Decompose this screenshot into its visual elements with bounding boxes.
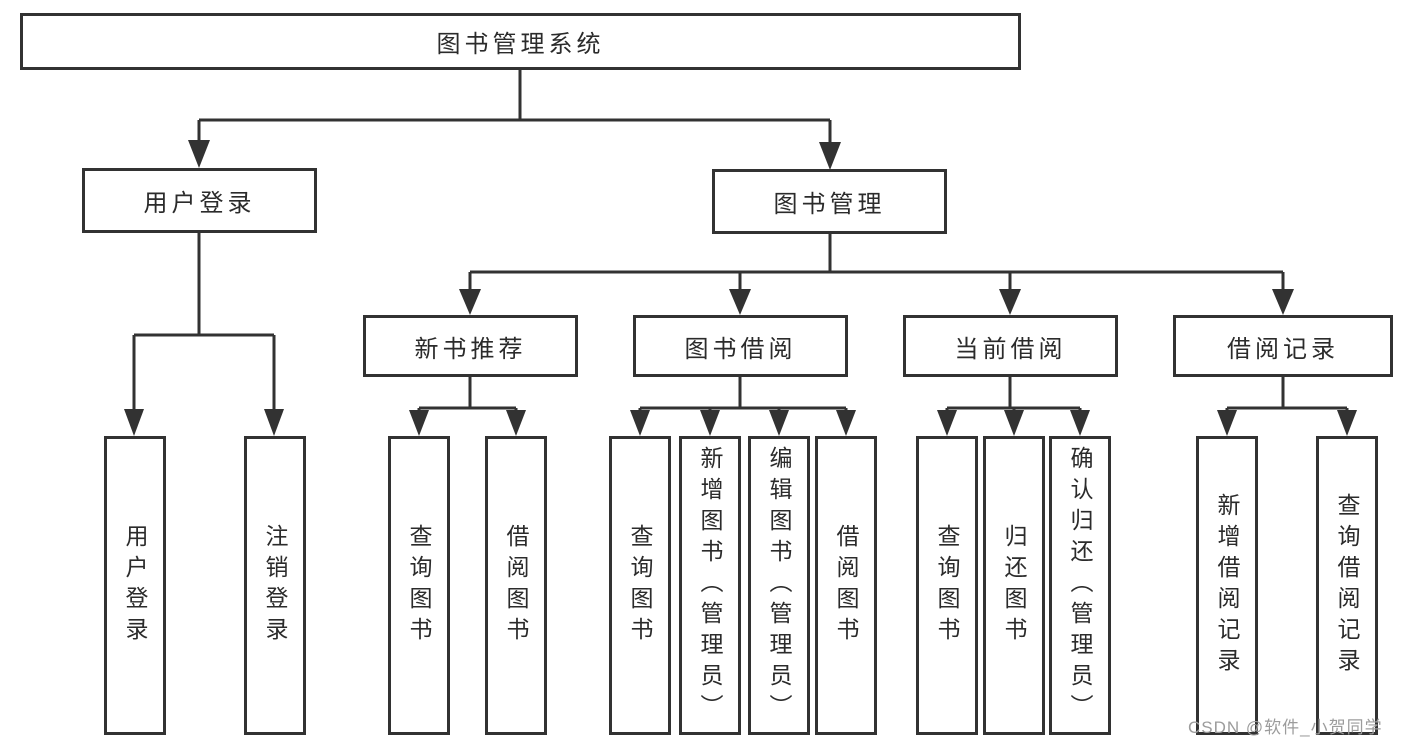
connector-segments: [132, 68, 1349, 414]
leaf-confirm-return-admin-label: 确认归还（管理员）: [1067, 446, 1093, 725]
leaf-edit-books-admin-label: 编辑图书（管理员）: [766, 446, 792, 725]
leaf-return-books: 归还图书: [983, 436, 1045, 735]
node-book-mgmt-label: 图书管理: [773, 191, 886, 218]
leaf-edit-books-admin: 编辑图书（管理员）: [748, 436, 810, 735]
leaf-borrow-books: 借阅图书: [815, 436, 877, 735]
node-book-mgmt: 图书管理: [712, 169, 947, 234]
leaf-user-login-label: 用户登录: [122, 523, 148, 648]
leaf-return-books-label: 归还图书: [1001, 523, 1027, 648]
node-borrow-records-label: 借阅记录: [1227, 335, 1339, 363]
leaf-query-books-current-label: 查询图书: [934, 523, 960, 648]
leaf-query-borrow-record: 查询借阅记录: [1316, 436, 1378, 735]
leaf-borrow-books-recommend-label: 借阅图书: [503, 523, 529, 648]
node-new-book-recommend: 新书推荐: [363, 315, 578, 377]
node-new-book-recommend-label: 新书推荐: [414, 335, 527, 363]
leaf-user-login: 用户登录: [104, 436, 166, 735]
node-user-login-label: 用户登录: [143, 190, 256, 217]
leaf-query-books-borrow-label: 查询图书: [627, 523, 653, 648]
node-current-borrow: 当前借阅: [903, 315, 1118, 377]
watermark: CSDN @软件_小贺同学: [1188, 718, 1383, 737]
leaf-query-books-current: 查询图书: [916, 436, 978, 735]
node-root: 图书管理系统: [20, 13, 1021, 70]
leaf-logout-login: 注销登录: [244, 436, 306, 735]
node-user-login: 用户登录: [82, 168, 317, 233]
leaf-add-books-admin-label: 新增图书（管理员）: [697, 446, 723, 725]
leaf-query-books-recommend-label: 查询图书: [406, 523, 432, 648]
leaf-query-borrow-record-label: 查询借阅记录: [1334, 492, 1360, 679]
leaf-add-borrow-record-label: 新增借阅记录: [1214, 492, 1240, 679]
arrowheads: [124, 140, 1357, 436]
leaf-add-books-admin: 新增图书（管理员）: [679, 436, 741, 735]
leaf-logout-login-label: 注销登录: [262, 523, 288, 648]
leaf-borrow-books-label: 借阅图书: [833, 523, 859, 648]
leaf-borrow-books-recommend: 借阅图书: [485, 436, 547, 735]
leaf-add-borrow-record: 新增借阅记录: [1196, 436, 1258, 735]
leaf-query-books-borrow: 查询图书: [609, 436, 671, 735]
node-book-borrow-label: 图书借阅: [684, 335, 797, 363]
node-current-borrow-label: 当前借阅: [954, 335, 1067, 363]
node-root-label: 图书管理系统: [436, 31, 605, 58]
node-borrow-records: 借阅记录: [1173, 315, 1393, 377]
leaf-query-books-recommend: 查询图书: [388, 436, 450, 735]
leaf-confirm-return-admin: 确认归还（管理员）: [1049, 436, 1111, 735]
node-book-borrow: 图书借阅: [633, 315, 848, 377]
